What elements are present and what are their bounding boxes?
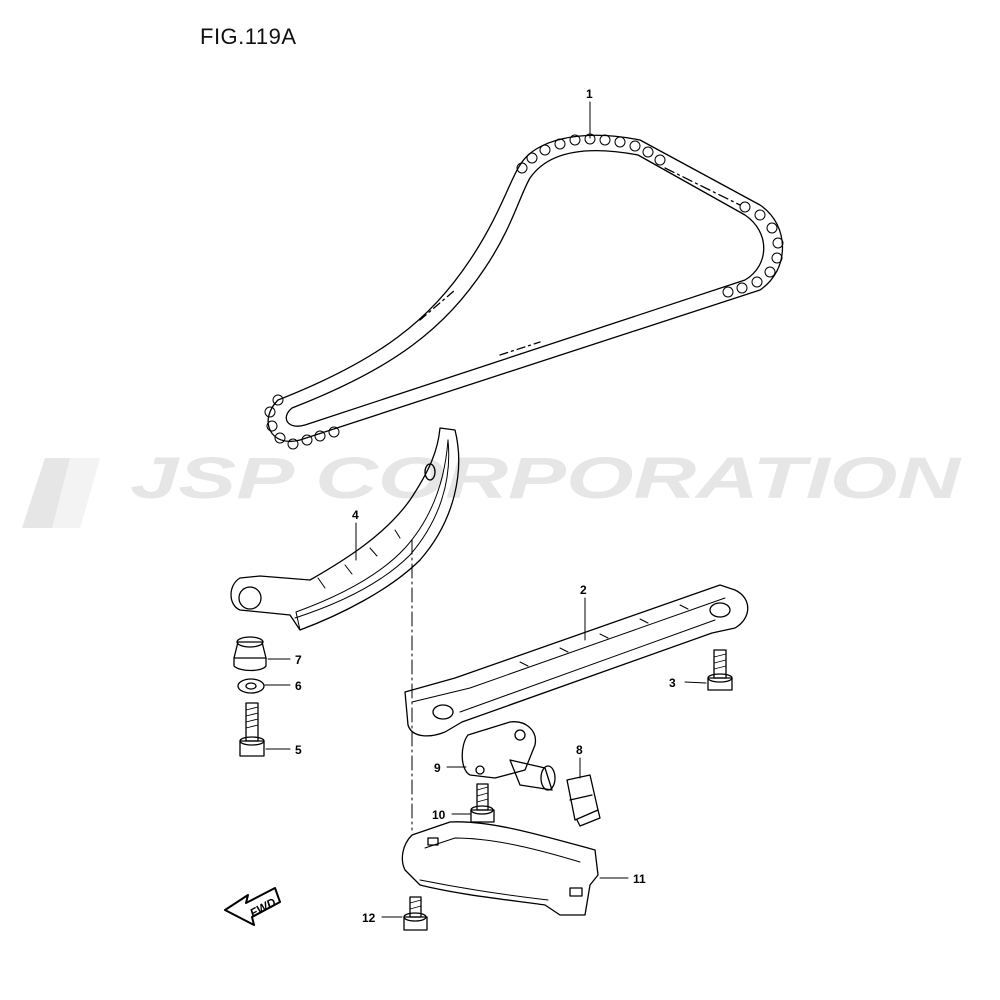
callout-numbers: 1 2 3 4 5 6 7 8 9 10 11 12 [295,87,676,925]
callout-5: 5 [295,743,302,757]
bolt-bracket[interactable] [403,896,428,931]
callout-3: 3 [669,676,676,690]
cover-bracket[interactable] [401,821,599,916]
bolt-guide[interactable] [707,649,733,691]
callout-7: 7 [295,653,302,667]
chain-guide-long[interactable] [404,584,749,737]
bolt-tensioner[interactable] [470,783,495,823]
arrow-icon [224,887,281,926]
callout-1: 1 [586,87,593,101]
tensioner-clip[interactable] [566,774,601,827]
callout-4: 4 [352,508,359,522]
chain-guide-curved[interactable] [230,427,460,631]
chain-links [264,133,784,450]
callout-2: 2 [580,583,587,597]
callout-11: 11 [633,872,646,886]
timing-chain[interactable] [264,133,784,450]
callout-12: 12 [362,911,376,925]
leader-lines [264,101,707,918]
chain-tensioner[interactable] [461,721,556,791]
bushing[interactable] [233,636,267,672]
callout-9: 9 [434,761,441,775]
washer[interactable] [237,678,265,694]
bolt-long[interactable] [239,702,265,757]
callout-6: 6 [295,679,302,693]
fwd-direction-arrow: FWD [224,887,281,926]
callout-10: 10 [432,808,446,822]
figure-title: FIG.119A [200,24,297,49]
callout-8: 8 [576,743,583,757]
